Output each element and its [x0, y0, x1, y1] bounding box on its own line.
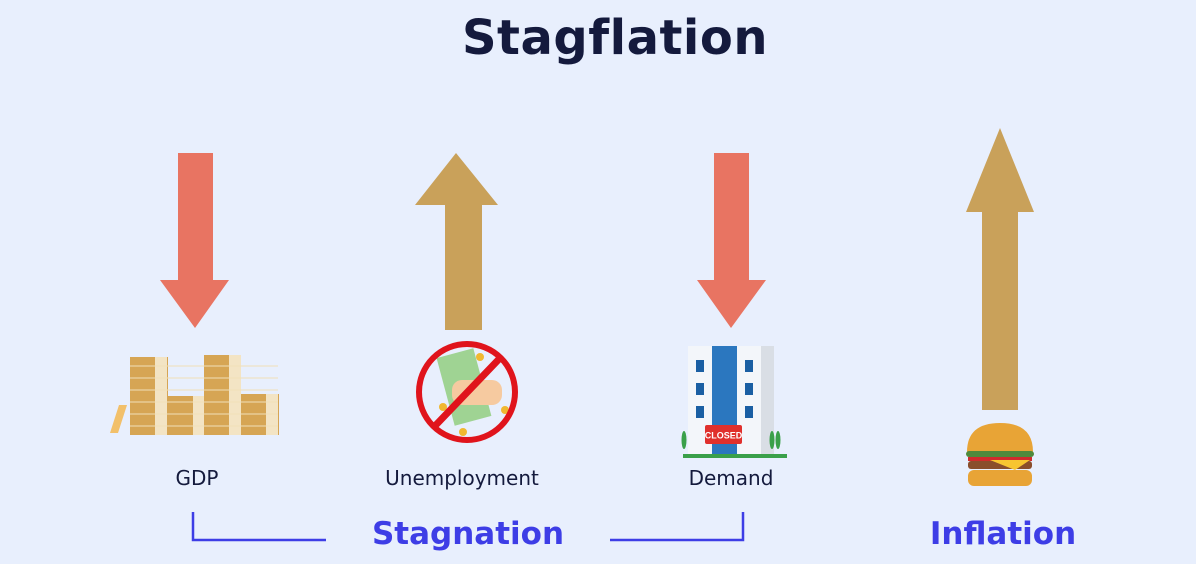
diagram-title: Stagflation: [461, 10, 769, 66]
demand-label: Demand: [688, 466, 774, 490]
inflation-label: Inflation: [929, 516, 1077, 552]
coin-stacks-icon: [110, 355, 279, 435]
stagnation-bracket-right: [610, 512, 745, 542]
burger-icon: [966, 423, 1034, 486]
stagnation-bracket-left: [191, 512, 326, 542]
closed-sign: CLOSED: [705, 431, 743, 441]
inflation-up-arrow: [966, 128, 1034, 410]
stagnation-label: Stagnation: [371, 516, 565, 552]
unemployment-up-arrow: [415, 153, 498, 330]
demand-down-arrow: [697, 153, 766, 328]
gdp-label: GDP: [175, 466, 219, 490]
unemployment-label: Unemployment: [385, 466, 539, 490]
closed-building-icon: CLOSED: [681, 346, 787, 458]
gdp-down-arrow: [160, 153, 229, 328]
no-money-icon: [416, 341, 518, 443]
